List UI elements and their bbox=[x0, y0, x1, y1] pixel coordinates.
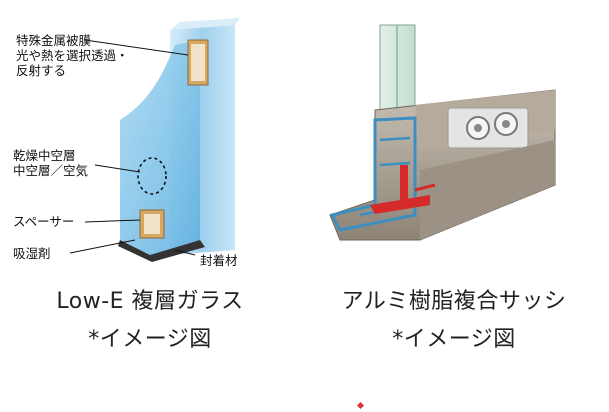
sash-illustration bbox=[329, 24, 556, 241]
coating-callout: 特殊金属被膜 光や熱を選択透過・ 反射する bbox=[16, 33, 129, 78]
glass-caption-title: Low-E 複層ガラス bbox=[56, 289, 244, 314]
coating-line-2: 光や熱を選択透過・ bbox=[16, 48, 129, 63]
lower-rail bbox=[420, 140, 555, 240]
hollow-callout: 乾燥中空層 中空層／空気 bbox=[13, 148, 88, 178]
hollow-layer-marker bbox=[137, 157, 167, 195]
hollow-line-2: 中空層／空気 bbox=[13, 163, 89, 178]
inner-glass-pane bbox=[120, 40, 200, 255]
sash-caption: アルミ樹脂複合サッシ *イメージ図 bbox=[304, 286, 604, 356]
desiccant-label: 吸湿剤 bbox=[13, 246, 51, 261]
coating-line-1: 特殊金属被膜 bbox=[16, 33, 92, 48]
sealant-label: 封着材 bbox=[200, 253, 238, 268]
glass-illustration bbox=[69, 18, 240, 262]
sealant-edge bbox=[118, 240, 205, 262]
low-e-glass-diagram: 特殊金属被膜 光や熱を選択透過・ 反射する 乾燥中空層 中空層／空気 スペーサー… bbox=[0, 0, 300, 280]
glass-caption-note: *イメージ図 bbox=[88, 327, 212, 352]
hollow-line-1: 乾燥中空層 bbox=[13, 148, 76, 163]
sash-diagram bbox=[300, 0, 609, 280]
resin-profile bbox=[370, 195, 430, 214]
glass-caption: Low-E 複層ガラス *イメージ図 bbox=[0, 286, 300, 356]
sash-caption-note: *イメージ図 bbox=[392, 327, 516, 352]
spacer-label: スペーサー bbox=[13, 214, 75, 229]
accent-dot bbox=[356, 401, 365, 410]
coating-line-3: 反射する bbox=[16, 63, 67, 78]
sash-caption-title: アルミ樹脂複合サッシ bbox=[341, 289, 567, 314]
